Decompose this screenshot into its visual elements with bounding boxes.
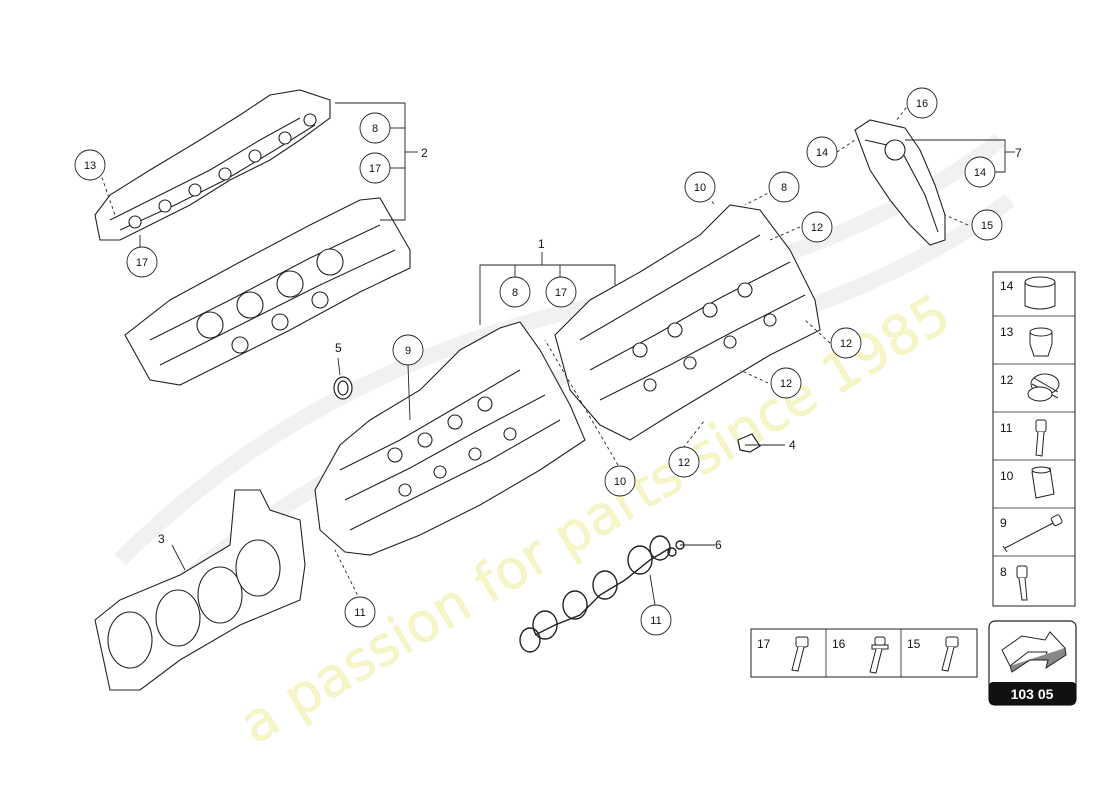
- callout-12: 12: [801, 211, 833, 243]
- legend-label-11: 11: [1000, 421, 1013, 435]
- callout-13: 13: [74, 149, 106, 181]
- threaded-plug-icon: [1027, 373, 1060, 402]
- reference-code: 103 05: [1011, 686, 1054, 702]
- svg-text:14: 14: [974, 167, 986, 179]
- stud-icon: [869, 636, 889, 674]
- part-cover-7: [854, 119, 946, 246]
- callout-16: 16: [906, 87, 938, 119]
- part-cylinder-head-center: [314, 321, 586, 556]
- svg-text:8: 8: [512, 287, 518, 299]
- callout-17: 17: [359, 152, 391, 184]
- legend-label-17: 17: [757, 637, 771, 651]
- svg-text:12: 12: [678, 457, 690, 469]
- label-5: 5: [335, 341, 342, 355]
- callout-9: 9: [392, 334, 424, 366]
- callouts: 13 8 17 17 16 14 14 15 10 8 12 8 17 12 1…: [74, 87, 1003, 636]
- label-4: 4: [789, 438, 796, 452]
- svg-text:12: 12: [811, 222, 823, 234]
- callout-8: 8: [359, 112, 391, 144]
- svg-text:8: 8: [781, 182, 787, 194]
- callout-14: 14: [964, 156, 996, 188]
- clip-icon: [1024, 276, 1056, 310]
- callout-11: 11: [344, 596, 376, 628]
- bolt-icon: [1016, 565, 1028, 601]
- legend-label-9: 9: [1000, 516, 1007, 530]
- part-3-head-gasket: [94, 489, 306, 691]
- callout-14: 14: [806, 136, 838, 168]
- svg-text:10: 10: [614, 476, 626, 488]
- legend-label-8: 8: [1000, 565, 1007, 579]
- bolt-icon: [791, 636, 809, 672]
- callout-17: 17: [126, 246, 158, 278]
- long-bolt-icon: [1002, 514, 1063, 553]
- plug-icon: [1029, 327, 1053, 357]
- label-1: 1: [538, 237, 545, 251]
- part-cylinder-head-right: [554, 204, 821, 441]
- svg-text:12: 12: [840, 338, 852, 350]
- legend-label-16: 16: [832, 637, 846, 651]
- svg-text:10: 10: [694, 182, 706, 194]
- callout-11: 11: [640, 604, 672, 636]
- part-4-plug: [737, 433, 761, 453]
- callout-12: 12: [770, 367, 802, 399]
- svg-text:12: 12: [780, 378, 792, 390]
- svg-text:11: 11: [650, 615, 661, 627]
- callout-17: 17: [545, 276, 577, 308]
- svg-text:11: 11: [354, 607, 365, 619]
- bolt-icon: [941, 636, 959, 672]
- label-7: 7: [1015, 146, 1022, 160]
- svg-text:17: 17: [555, 287, 567, 299]
- svg-text:13: 13: [84, 160, 96, 172]
- label-3: 3: [158, 532, 165, 546]
- plain-labels: 1 2 3 4 5 6 7: [158, 146, 1022, 552]
- part-5-seal: [333, 376, 353, 400]
- bolt-icon: [1035, 419, 1047, 457]
- svg-text:8: 8: [372, 123, 378, 135]
- leader-lines: [99, 102, 1015, 606]
- part-6-gaskets: [519, 535, 685, 653]
- legend-right: 14 13 12 11 10 9 8: [992, 271, 1076, 607]
- svg-text:17: 17: [369, 163, 381, 175]
- part-cylinder-head-left: [124, 197, 411, 386]
- svg-text:15: 15: [981, 220, 993, 232]
- legend-bottom: 17 16 15: [750, 628, 978, 678]
- legend-label-14: 14: [1000, 279, 1014, 293]
- svg-text:14: 14: [816, 147, 828, 159]
- callout-12: 12: [830, 327, 862, 359]
- callout-10: 10: [684, 171, 716, 203]
- direction-arrow-icon: [1001, 631, 1067, 673]
- label-2: 2: [421, 146, 428, 160]
- callout-12: 12: [668, 446, 700, 478]
- legend-label-13: 13: [1000, 325, 1014, 339]
- label-6: 6: [715, 538, 722, 552]
- callout-15: 15: [971, 209, 1003, 241]
- part-camshaft-carrier: [94, 89, 331, 241]
- reference-box: 103 05: [988, 620, 1077, 706]
- svg-text:9: 9: [405, 345, 411, 357]
- svg-text:16: 16: [916, 98, 928, 110]
- legend-label-12: 12: [1000, 373, 1014, 387]
- svg-text:17: 17: [136, 257, 148, 269]
- callout-8: 8: [768, 171, 800, 203]
- legend-label-15: 15: [907, 637, 921, 651]
- legend-label-10: 10: [1000, 469, 1014, 483]
- callout-10: 10: [604, 465, 636, 497]
- sleeve-icon: [1031, 466, 1055, 499]
- callout-8: 8: [499, 276, 531, 308]
